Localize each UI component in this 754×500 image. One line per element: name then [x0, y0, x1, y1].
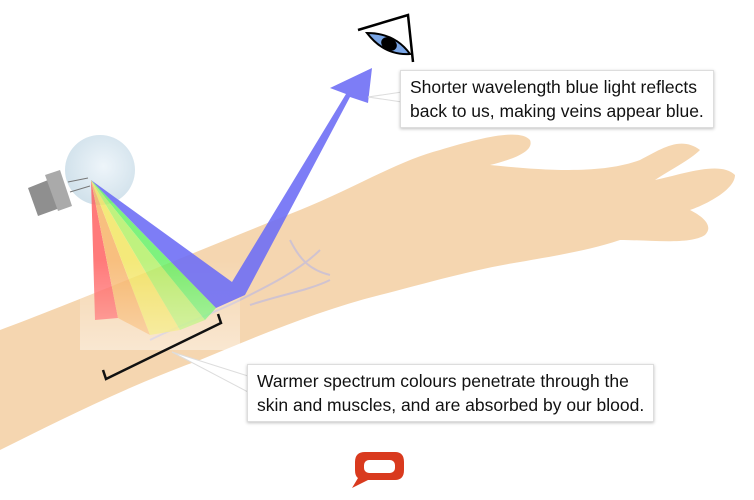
logo-speech-bubble-icon: [352, 452, 404, 488]
callout-line: Shorter wavelength blue light reflects: [410, 77, 697, 97]
callout-line: back to us, making veins appear blue.: [410, 101, 704, 121]
arm-and-hand: [0, 134, 735, 450]
absorption-bracket: [101, 313, 223, 381]
callout-blue-reflection: Shorter wavelength blue light reflects b…: [400, 70, 714, 128]
callout-line: skin and muscles, and are absorbed by ou…: [257, 395, 645, 415]
callout-line: Warmer spectrum colours penetrate throug…: [257, 371, 629, 391]
eye-icon: [357, 13, 415, 63]
callout-warm-absorption: Warmer spectrum colours penetrate throug…: [247, 364, 655, 422]
light-bulb: [28, 135, 135, 216]
callout-pointer-bottom: [171, 351, 249, 393]
callout-pointer-top: [367, 91, 403, 103]
blue-reflected-beam: [91, 68, 372, 308]
